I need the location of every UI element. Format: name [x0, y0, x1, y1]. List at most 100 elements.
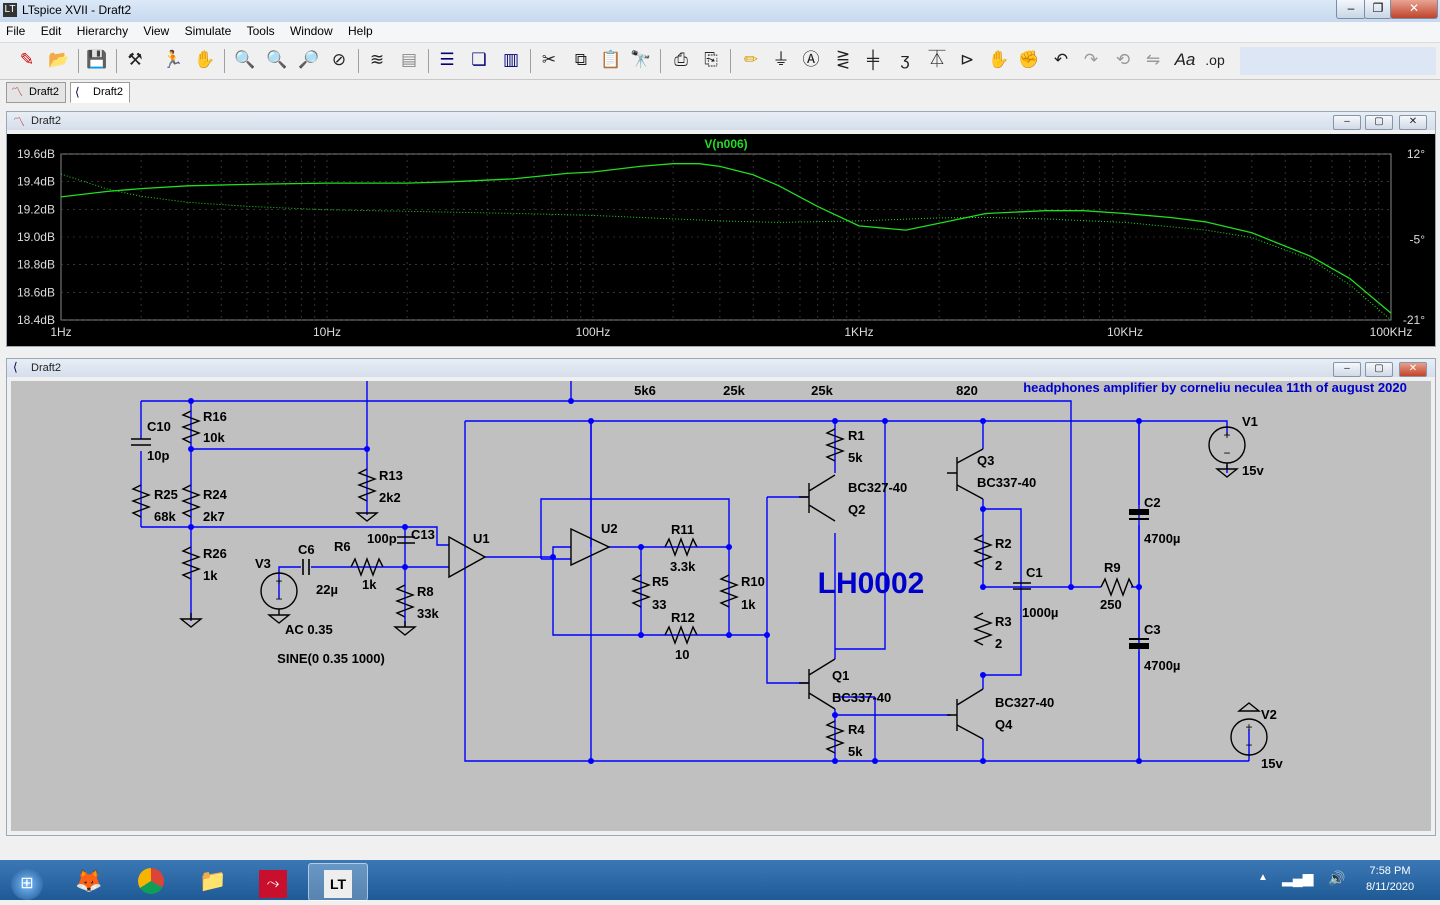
component-value-r25[interactable]: 68k: [154, 509, 176, 524]
component-ref-q3[interactable]: Q3: [977, 453, 994, 468]
cut-icon[interactable]: ✂: [541, 50, 557, 69]
open-icon[interactable]: 📂: [48, 50, 70, 69]
component-ref-c1[interactable]: C1: [1026, 565, 1043, 580]
diode-icon[interactable]: ⏄: [928, 50, 946, 69]
component-ref-r6[interactable]: R6: [334, 539, 351, 554]
zoom-full-icon[interactable]: 🔍: [266, 50, 288, 69]
menu-view[interactable]: View: [143, 24, 170, 38]
component-value-v3[interactable]: AC 0.35: [285, 622, 333, 637]
component-value-r5[interactable]: 33: [652, 597, 666, 612]
trace-label[interactable]: V(n006): [704, 137, 747, 151]
component-value-r8[interactable]: 33k: [417, 606, 439, 621]
plot-close-button[interactable]: ✕: [1399, 115, 1427, 130]
firefox-icon[interactable]: 🦊: [75, 868, 103, 893]
component-value-v2[interactable]: 15v: [1261, 756, 1283, 771]
plot-maximize-button[interactable]: ▢: [1365, 115, 1393, 130]
top-value[interactable]: 25k: [723, 383, 745, 398]
component-value-r2[interactable]: 2: [995, 558, 1002, 573]
waveform-plot[interactable]: 19.6dB19.4dB19.2dB19.0dB18.8dB18.6dB18.4…: [7, 134, 1435, 346]
menu-tools[interactable]: Tools: [246, 24, 275, 38]
ltspice-taskbar-icon[interactable]: LT: [308, 863, 368, 901]
component-ref-r11[interactable]: R11: [671, 522, 694, 537]
component-value-r6[interactable]: 1k: [362, 577, 377, 592]
component-ref-q4[interactable]: Q4: [995, 717, 1013, 732]
mirror-icon[interactable]: ⇋: [1145, 50, 1161, 69]
show-hidden-icons-icon[interactable]: ▲: [1258, 872, 1268, 883]
clock[interactable]: 7:58 PM 8/11/2020: [1350, 865, 1430, 893]
adobe-reader-icon[interactable]: ⤳: [246, 863, 300, 899]
resistor-icon[interactable]: ⋛: [835, 50, 851, 69]
save-icon[interactable]: 💾: [86, 50, 108, 69]
component-ref-r8[interactable]: R8: [417, 584, 434, 599]
component-value-r26[interactable]: 1k: [203, 568, 218, 583]
component-ref-r2[interactable]: R2: [995, 536, 1012, 551]
zoom-in-icon[interactable]: 🔍: [234, 50, 256, 69]
component-value-q1[interactable]: BC337-40: [832, 690, 891, 705]
component-ref-u1[interactable]: U1: [473, 531, 490, 546]
menu-edit[interactable]: Edit: [40, 24, 62, 38]
component-ref-r3[interactable]: R3: [995, 614, 1012, 629]
component-ref-r9[interactable]: R9: [1104, 560, 1121, 575]
component-ref-r10[interactable]: R10: [741, 574, 765, 589]
menu-file[interactable]: File: [6, 24, 26, 38]
menu-simulate[interactable]: Simulate: [184, 24, 232, 38]
control-panel-icon[interactable]: ⚒: [127, 50, 143, 69]
component-value-r13[interactable]: 2k2: [379, 490, 401, 505]
component-ref-v1[interactable]: V1: [1242, 414, 1258, 429]
wire-icon[interactable]: ✏: [743, 50, 759, 69]
component-value-r24[interactable]: 2k7: [203, 509, 225, 524]
schematic-maximize-button[interactable]: ▢: [1365, 362, 1393, 377]
spice-directive-icon[interactable]: .op: [1205, 52, 1225, 68]
menu-window[interactable]: Window: [289, 24, 333, 38]
network-icon[interactable]: ▂▄▆: [1282, 870, 1314, 886]
component-ref-v2[interactable]: V2: [1261, 707, 1277, 722]
autorange-icon[interactable]: ≋: [369, 50, 385, 69]
top-value[interactable]: 25k: [811, 383, 833, 398]
component-value-c6[interactable]: 22µ: [316, 582, 338, 597]
component-value-c2[interactable]: 4700µ: [1144, 531, 1180, 546]
cascade-icon[interactable]: ❏: [471, 50, 487, 69]
component-value-c3[interactable]: 4700µ: [1144, 658, 1180, 673]
component-value-r12[interactable]: 10: [675, 647, 689, 662]
component-value-r11[interactable]: 3.3k: [670, 559, 696, 574]
battery-icon[interactable]: ▮: [1306, 870, 1314, 886]
component-value-c1[interactable]: 1000µ: [1022, 605, 1058, 620]
plot-minimize-button[interactable]: –: [1333, 115, 1361, 130]
component-ref-c13[interactable]: C13: [411, 527, 435, 542]
find-icon[interactable]: 🔭: [630, 50, 652, 69]
rotate-icon[interactable]: ⟲: [1115, 50, 1131, 69]
close-button[interactable]: ✕: [1390, 0, 1438, 19]
label-net-icon[interactable]: Ⓐ: [802, 50, 820, 69]
component-ref-r25[interactable]: R25: [154, 487, 178, 502]
component-icon[interactable]: ⊳: [959, 50, 975, 69]
ground-icon[interactable]: ⏚: [772, 50, 790, 69]
component-ref-r12[interactable]: R12: [671, 610, 695, 625]
copy-icon[interactable]: ⧉: [574, 50, 588, 69]
source-directive[interactable]: SINE(0 0.35 1000): [277, 651, 385, 666]
menu-help[interactable]: Help: [347, 24, 373, 38]
run-icon[interactable]: 🏃: [162, 50, 184, 69]
minimize-button[interactable]: –: [1336, 0, 1366, 19]
component-value-q4[interactable]: BC327-40: [995, 695, 1054, 710]
halt-icon[interactable]: ✋: [194, 50, 216, 69]
maximize-button[interactable]: ❐: [1364, 0, 1392, 19]
component-ref-q2[interactable]: Q2: [848, 502, 865, 517]
redo-icon[interactable]: ↷: [1083, 50, 1099, 69]
schematic-heading[interactable]: headphones amplifier by corneliu neculea…: [1023, 381, 1407, 395]
schematic-close-button[interactable]: ✕: [1399, 362, 1427, 377]
component-ref-v3[interactable]: V3: [255, 556, 271, 571]
component-value-r10[interactable]: 1k: [741, 597, 756, 612]
component-value-r16[interactable]: 10k: [203, 430, 225, 445]
component-value-r4[interactable]: 5k: [848, 744, 863, 759]
drag-icon[interactable]: ✊: [1018, 50, 1040, 69]
component-ref-u2[interactable]: U2: [601, 521, 618, 536]
start-orb-icon[interactable]: ⊞: [2, 863, 52, 900]
tile-vertical-icon[interactable]: ▥: [502, 50, 520, 69]
schematic-canvas[interactable]: +− +− +− headphones amplifier by corneli…: [11, 381, 1431, 831]
component-ref-r4[interactable]: R4: [848, 722, 865, 737]
component-ref-c6[interactable]: C6: [298, 542, 315, 557]
file-explorer-icon[interactable]: 📁: [199, 868, 227, 893]
component-ref-c3[interactable]: C3: [1144, 622, 1161, 637]
plot-icon[interactable]: ▤: [400, 50, 418, 69]
capacitor-icon[interactable]: ╪: [866, 50, 880, 69]
